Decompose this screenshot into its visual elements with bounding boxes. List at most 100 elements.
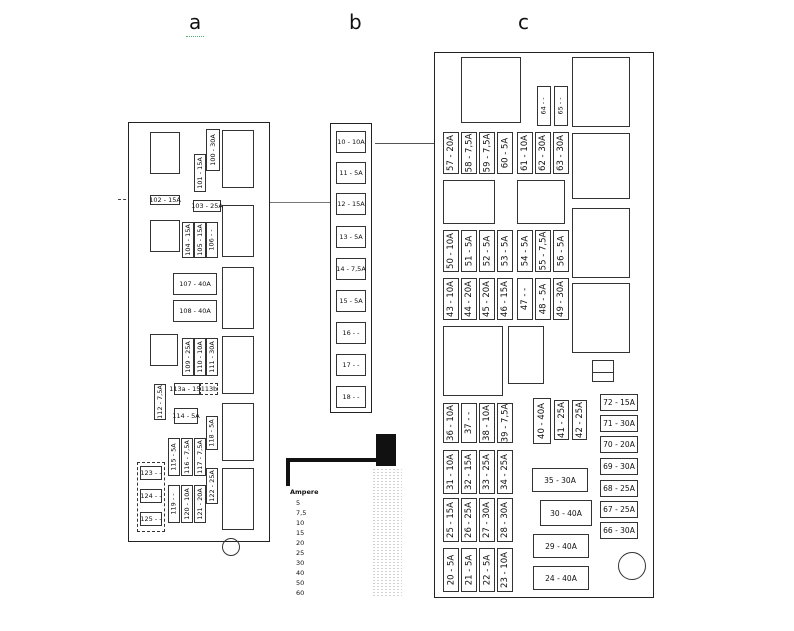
legend-value: 30 [296,559,305,567]
fuse-label: 15 - 5A [339,297,363,305]
fuse-58: 58 - 7,5A [461,132,477,174]
fuse-label: 53 - 5A [500,235,511,267]
legend-value: 60 [296,589,305,597]
fuse-47: 47 - - [517,278,533,320]
fuse-label: 101 - 15A [196,157,205,189]
fuse-label: 54 - 5A [520,235,531,267]
fuse-label: 28 - 30A [500,502,511,538]
fuse-57: 57 - 20A [443,132,459,174]
fuse-label: 117 - 7,5A [196,440,205,474]
fuse-61: 61 - 10A [517,132,533,174]
relay-block [517,180,565,224]
fuse-label: 52 - 5A [482,235,493,267]
fuse-54: 54 - 5A [517,230,533,272]
fuse-label: 71 - 30A [603,419,635,428]
fuse-46: 46 - 15A [497,278,513,320]
fuse-31: 31 - 10A [443,450,459,494]
fuse-label: 113b [200,385,218,393]
relay-block [572,57,630,127]
fuse-114: 114 - 5A [172,408,200,424]
legend-block [376,434,396,466]
fuse-107: 107 - 40A [173,273,217,295]
fuse-11: 11 - 5A [336,162,366,184]
fuse-label: 12 - 15A [337,200,365,208]
fuse-49: 49 - 30A [553,278,569,320]
fuse-label: 32 - 15A [464,454,475,490]
fuse-64: 64 - - [537,86,551,126]
fuse-label: 11 - 5A [339,169,363,177]
fuse-36: 36 - 10A [443,403,459,443]
fuse-label: 119 - - [170,493,179,515]
fuse-label: 107 - 40A [179,280,211,288]
fuse-105: 105 - 15A [194,222,206,258]
fuse-label: 10 - 10A [337,138,365,146]
fuse-44: 44 - 20A [461,278,477,320]
fuse-label: 35 - 30A [544,475,576,485]
legend-title: Ampere [290,488,319,496]
fuse-label: 68 - 25A [603,484,635,493]
fuse-25: 25 - 15A [443,498,459,542]
fuse-label: 124 - - [140,492,162,500]
fuse-label: 62 - 30A [538,135,549,171]
fuse-28: 28 - 30A [497,498,513,542]
fuse-label: 27 - 30A [482,502,493,538]
relay-block [572,283,630,353]
fuse-48: 48 - 5A [535,278,551,320]
relay-block [222,130,254,188]
fuse-65: 65 - - [554,86,568,126]
fuse-label: 65 - - [557,97,566,115]
fuse-label: 47 - - [520,287,531,311]
relay-block [222,403,254,461]
fuse-42: 42 - 25A [572,400,587,440]
fuse-71: 71 - 30A [600,415,638,432]
fuse-label: 31 - 10A [446,454,457,490]
fuse-label: 122 - 25A [208,470,217,502]
fuse-112: 112 - 7,5A [154,384,166,420]
fuse-label: 38 - 10A [482,405,493,441]
fuse-label: 118 - 5A [208,419,216,447]
fuse-13: 13 - 5A [336,226,366,248]
fuse-45: 45 - 20A [479,278,495,320]
legend-value: 10 [296,519,305,527]
legend-value: 25 [296,549,305,557]
fuse-69: 69 - 30A [600,458,638,475]
fuse-label: 106 - - [208,229,217,251]
fuse-108: 108 - 40A [173,300,217,322]
fuse-30: 30 - 40A [540,500,592,526]
fuse-label: 61 - 10A [520,135,531,171]
relay-block [222,205,254,257]
fuse-60: 60 - 5A [497,132,513,174]
relay-block [508,326,544,384]
fuse-label: 49 - 30A [556,281,567,317]
fuse-label: 39 - 7,5A [500,403,510,443]
legend-value: 7,5 [296,509,307,517]
relay-block [150,132,180,174]
fuse-label: 69 - 30A [603,462,635,471]
fuse-20: 20 - 5A [443,548,459,592]
fuse-label: 116 - 7,5A [183,440,192,474]
fuse-label: 17 - - [342,361,360,369]
fuse-66: 66 - 30A [600,522,638,539]
fuse-59: 59 - 7,5A [479,132,495,174]
fuse-label: 34 - 25A [500,454,511,490]
fuse-38: 38 - 10A [479,403,495,443]
fuse-18: 18 - - [336,386,366,408]
fuse-113a: 113a - 15A [169,383,205,395]
fuse-35: 35 - 30A [532,468,588,492]
fuse-53: 53 - 5A [497,230,513,272]
fuse-label: 26 - 25A [464,502,475,538]
fuse-label: 114 - 5A [172,412,200,420]
fuse-label: 104 - 15A [184,224,193,256]
fuse-40: 40 - 40A [533,398,551,444]
fuse-70: 70 - 20A [600,436,638,453]
fuse-119: 119 - - [168,485,180,523]
fuse-label: 37 - - [464,411,475,435]
fuse-label: 14 - 7,5A [336,265,366,273]
fuse-label: 22 - 5A [482,554,493,586]
fuse-label: 109 - 25A [184,341,193,373]
fuse-17: 17 - - [336,354,366,376]
fuse-label: 63 - 30A [556,135,567,171]
fuse-124: 124 - - [140,489,162,503]
fuse-68: 68 - 25A [600,480,638,497]
label-a: a [189,10,202,34]
